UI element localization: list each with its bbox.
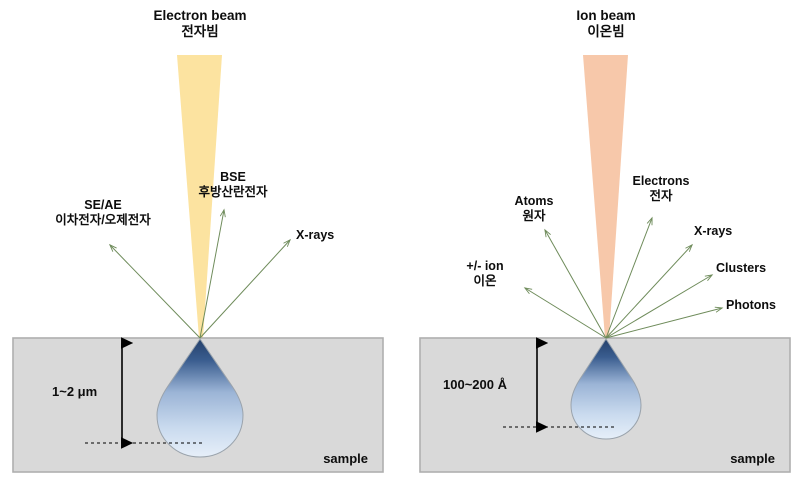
signal-arrows-electron — [108, 208, 292, 339]
arrow-atoms — [544, 228, 607, 339]
arrow-electrons — [605, 216, 653, 339]
ion-beam-title-ko: 이온빔 — [587, 23, 625, 39]
electron-beam-title-ko: 전자빔 — [181, 23, 219, 39]
arrow-se-ae — [108, 243, 201, 339]
label-atoms-en: Atoms — [514, 194, 554, 208]
sample-label-electron-text: sample — [323, 451, 368, 466]
electron-beam-cone — [177, 55, 222, 338]
label-ions-en: +/- ion — [466, 259, 504, 273]
arrow-clusters — [605, 274, 714, 339]
label-ions-ko: 이온 — [473, 273, 497, 288]
label-se-ae-ko: 이차전자/오제전자 — [55, 212, 151, 227]
sample-label-ion-text: sample — [730, 451, 775, 466]
label-se-ae-en: SE/AE — [84, 198, 122, 212]
label-x-rays-electron-text: X-rays — [296, 228, 335, 242]
dimension-ion — [503, 337, 616, 433]
interaction-volume-electron — [156, 338, 244, 458]
label-bse-en: BSE — [220, 170, 246, 184]
label-atoms-ko: 원자 — [522, 208, 546, 223]
sample-label-ion: sample — [665, 451, 775, 466]
label-x-rays-electron: X-rays — [296, 228, 386, 243]
label-clusters-text: Clusters — [716, 261, 767, 275]
label-photons: Photons — [726, 298, 800, 313]
ion-beam-title-en: Ion beam — [576, 8, 636, 23]
dimension-label-electron-text: 1~2 μm — [52, 384, 98, 399]
arrow-ions — [523, 287, 607, 339]
panel-ion — [419, 55, 791, 473]
panel-electron — [12, 55, 384, 473]
dimension-label-ion: 100~200 Å — [443, 377, 543, 392]
arrow-x-rays-ion — [605, 243, 694, 339]
label-x-rays-ion: X-rays — [694, 224, 784, 239]
label-x-rays-ion-text: X-rays — [694, 224, 733, 238]
dimension-label-ion-text: 100~200 Å — [443, 377, 507, 392]
dimension-label-electron: 1~2 μm — [52, 384, 122, 399]
label-clusters: Clusters — [716, 261, 800, 276]
arrow-bse — [199, 208, 226, 339]
label-electrons-ko: 전자 — [649, 188, 673, 203]
label-photons-text: Photons — [726, 298, 776, 312]
dimension-electron — [85, 337, 205, 449]
arrow-x-rays-electron — [199, 238, 292, 339]
electron-beam-title-en: Electron beam — [153, 8, 247, 23]
label-electrons-en: Electrons — [632, 174, 690, 188]
interaction-volume-ion — [570, 338, 642, 440]
sample-label-electron: sample — [258, 451, 368, 466]
signal-arrows-ion — [523, 216, 724, 339]
arrow-photons — [605, 306, 724, 339]
ion-beam-cone — [583, 55, 628, 338]
label-bse-ko: 후방산란전자 — [198, 184, 268, 199]
